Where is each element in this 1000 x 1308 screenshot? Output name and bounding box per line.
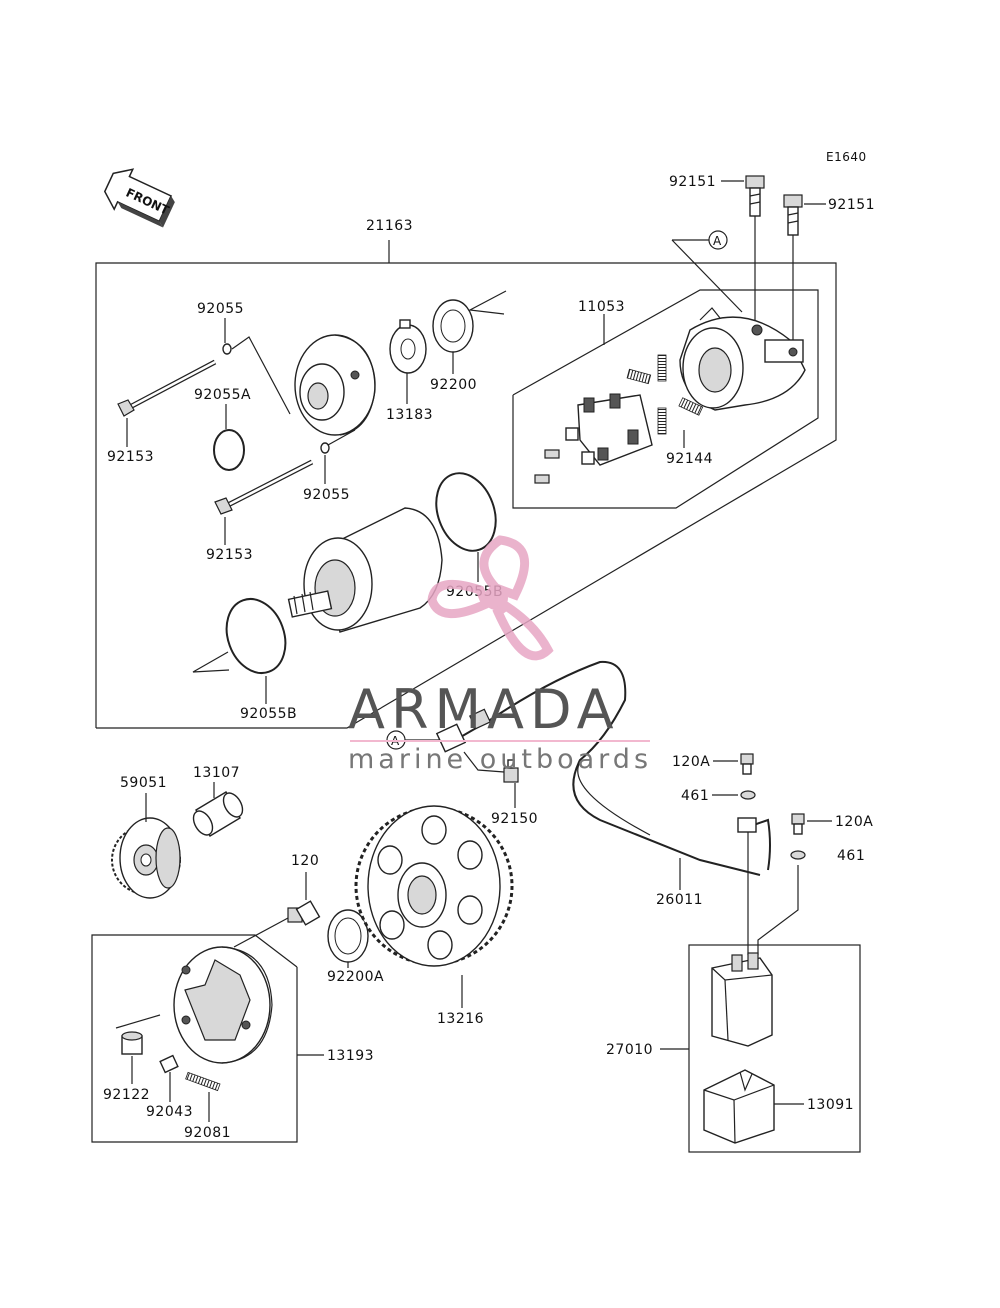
roller-92122 <box>121 1031 143 1055</box>
washer-92200A <box>327 909 369 963</box>
bolt-120A-right <box>791 813 805 835</box>
springs-92144 <box>626 354 704 435</box>
o-ring-92055-top <box>222 343 232 355</box>
part-label-92055B-left: 92055B <box>240 706 297 722</box>
part-label-13107: 13107 <box>193 765 240 781</box>
part-label-92151-left: 92151 <box>669 174 716 190</box>
starter-relay <box>711 952 773 1047</box>
shaft-13107 <box>192 791 244 837</box>
starter-clutch-frame <box>91 934 298 1143</box>
part-label-92055A: 92055A <box>194 387 251 403</box>
part-label-92055-mid: 92055 <box>303 487 350 503</box>
propeller-logo-icon <box>427 535 554 661</box>
o-ring-92055-mid <box>320 442 330 454</box>
washer-461-top <box>740 790 756 800</box>
screw-92151-right <box>783 194 803 350</box>
idle-gear-59051 <box>111 817 181 899</box>
part-label-461-top: 461 <box>681 788 709 804</box>
brush-holder-frame <box>512 289 819 509</box>
part-label-27010: 27010 <box>606 1042 653 1058</box>
part-label-120A-right: 120A <box>835 814 873 830</box>
part-label-92043: 92043 <box>146 1104 193 1120</box>
rear-end-cover <box>679 307 806 411</box>
armada-watermark: ARMADA marine outboards <box>348 535 652 775</box>
screw-92151-left <box>745 175 765 330</box>
through-bolt-upper <box>117 359 217 417</box>
washer-13183 <box>389 319 427 374</box>
o-ring-92055B-right <box>435 472 497 552</box>
part-label-13183: 13183 <box>386 407 433 423</box>
watermark-brand: ARMADA <box>348 678 620 741</box>
part-label-13091: 13091 <box>807 1097 854 1113</box>
part-label-92144: 92144 <box>666 451 713 467</box>
washer-461-right <box>790 850 806 860</box>
part-label-13216: 13216 <box>437 1011 484 1027</box>
starter-clutch-13193 <box>173 946 273 1064</box>
relay-cover-13091 <box>703 1069 775 1144</box>
spring-92081 <box>185 1071 221 1092</box>
o-ring-92055A <box>213 429 245 471</box>
through-bolt-lower <box>214 459 314 515</box>
reference-a-top: A <box>671 230 743 313</box>
brush-holder <box>565 393 653 466</box>
diagram-code: E1640 <box>826 150 867 164</box>
svg-text:A: A <box>713 234 722 248</box>
part-label-92150: 92150 <box>491 811 538 827</box>
part-label-120: 120 <box>291 853 319 869</box>
starter-clutch-gear-13216 <box>354 805 514 967</box>
part-label-92200A: 92200A <box>327 969 384 985</box>
bolt-92150 <box>503 759 519 783</box>
part-label-92151-right: 92151 <box>828 197 875 213</box>
part-label-59051: 59051 <box>120 775 167 791</box>
starter-assembly-frame <box>95 240 837 729</box>
part-label-120A-top: 120A <box>672 754 710 770</box>
brush-screws <box>534 449 560 484</box>
part-label-92081: 92081 <box>184 1125 231 1141</box>
part-label-21163: 21163 <box>366 218 413 234</box>
pin-92043 <box>159 1054 179 1074</box>
bolt-120A-top <box>740 753 754 775</box>
front-cover <box>294 334 376 436</box>
part-label-461-right: 461 <box>837 848 865 864</box>
part-label-92055-top: 92055 <box>197 301 244 317</box>
starter-cable-26011 <box>435 660 771 876</box>
front-arrow-icon: FRONT <box>103 168 175 228</box>
part-label-92122: 92122 <box>103 1087 150 1103</box>
part-label-92153-lower: 92153 <box>206 547 253 563</box>
bolt-120 <box>287 900 321 926</box>
o-ring-92055B-left <box>225 598 287 674</box>
part-label-92153-upper: 92153 <box>107 449 154 465</box>
watermark-tagline: marine outboards <box>348 744 652 775</box>
part-label-92200: 92200 <box>430 377 477 393</box>
part-label-26011: 26011 <box>656 892 703 908</box>
part-label-13193: 13193 <box>327 1048 374 1064</box>
part-label-11053: 11053 <box>578 299 625 315</box>
washer-92200 <box>432 299 474 353</box>
starter-yoke <box>287 507 443 633</box>
